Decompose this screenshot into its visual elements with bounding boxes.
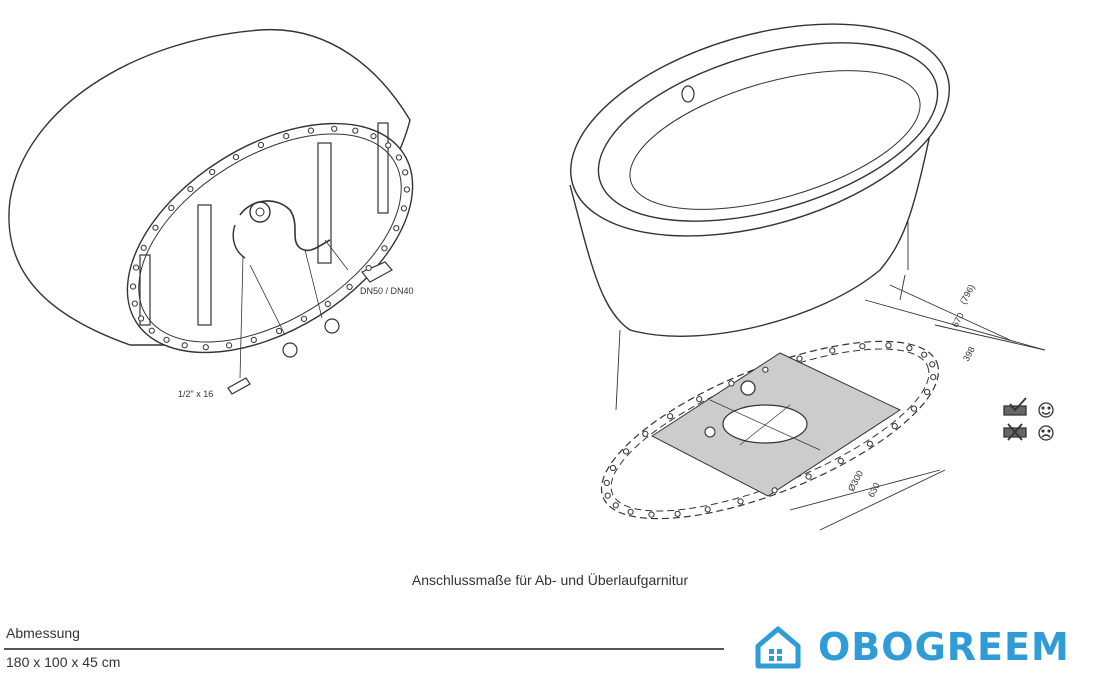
mounting-hole (324, 300, 331, 308)
valve-label: 1/2" x 16 (178, 389, 213, 399)
mounting-hole (604, 492, 611, 499)
mounting-hole (910, 405, 918, 412)
mounting-hole (885, 342, 892, 349)
mounting-hole (642, 430, 649, 437)
mounting-hole (704, 506, 711, 513)
mounting-hole (232, 154, 240, 161)
divider-rule (4, 648, 724, 650)
mounting-hole (696, 396, 703, 403)
mounting-hole (346, 283, 353, 290)
technical-drawing: DN50 / DN40 1/2" x 16 (8, 23, 1054, 531)
mounting-hole (762, 366, 769, 373)
house-icon (755, 626, 801, 669)
dimension-length: 630 (866, 481, 882, 499)
drain-label: DN50 / DN40 (360, 286, 414, 296)
mounting-hole (921, 351, 928, 358)
mounting-hole (202, 344, 209, 351)
mounting-hole (381, 245, 388, 252)
rim-holes (130, 125, 410, 351)
mounting-hole (226, 342, 233, 349)
mounting-hole (352, 127, 359, 134)
mounting-hole (866, 440, 874, 447)
mounting-hole (400, 205, 407, 212)
mounting-hole (148, 327, 155, 334)
mounting-hole (152, 224, 159, 231)
brand-logo: OBOGREEM (752, 622, 1070, 672)
mounting-hole (837, 457, 844, 464)
mounting-hole (300, 315, 308, 322)
mounting-hole (929, 361, 936, 368)
mounting-hole (257, 141, 264, 149)
mounting-hole (130, 283, 137, 290)
mounting-hole (622, 448, 630, 455)
dimension-outer: (796) (958, 283, 977, 306)
mounting-hole (648, 511, 655, 518)
mounting-hole (796, 355, 803, 362)
dimension-value: 180 x 100 x 45 cm (6, 654, 121, 670)
mounting-hole (331, 125, 338, 132)
dimension-label: Abmessung (6, 625, 80, 641)
mounting-hole (627, 508, 634, 515)
mounting-hole (402, 169, 409, 176)
mounting-hole (133, 264, 140, 271)
mounting-hole (393, 225, 400, 232)
mounting-hole (403, 186, 410, 193)
dimension-offset: 398 (961, 345, 977, 363)
mounting-hole (891, 423, 898, 430)
mounting-hole (187, 186, 194, 193)
mounting-hole (168, 204, 175, 211)
mounting-hole (307, 127, 314, 134)
bathtub-3d-view (569, 23, 1046, 531)
mounting-hole (365, 265, 372, 272)
mounting-hole (609, 464, 617, 472)
mounting-hole (612, 502, 619, 509)
mounting-hole (737, 498, 744, 505)
mounting-hole (131, 300, 138, 307)
mounting-hole (728, 380, 735, 387)
mounting-hole (667, 413, 674, 420)
cross-frown-icon (1003, 423, 1054, 441)
mounting-hole (805, 473, 812, 480)
footprint-holes (603, 342, 937, 518)
mounting-hole (250, 336, 257, 343)
mounting-hole (829, 347, 836, 354)
mounting-hole (906, 345, 913, 352)
mounting-hole (370, 133, 377, 140)
mounting-hole (395, 154, 402, 161)
mounting-hole (924, 388, 931, 396)
mounting-hole (276, 327, 283, 335)
mounting-hole (209, 168, 216, 176)
mounting-hole (163, 336, 170, 343)
mounting-hole (385, 142, 392, 149)
drawing-caption: Anschlussmaße für Ab- und Überlaufgarnit… (411, 572, 689, 588)
checkbox-smile-icon (1003, 397, 1054, 418)
mounting-hole (674, 510, 681, 517)
mounting-hole (603, 479, 610, 486)
bathtub-underside-view (8, 28, 414, 395)
brand-name: OBOGREEM (818, 625, 1070, 669)
mounting-hole (283, 133, 290, 140)
mounting-hole (181, 342, 188, 349)
mounting-hole (771, 487, 778, 494)
dimension-diameter: Ø300 (846, 469, 865, 493)
mounting-hole (140, 244, 147, 251)
mounting-hole (930, 374, 937, 381)
mounting-hole (138, 315, 145, 322)
mounting-hole (859, 343, 866, 350)
